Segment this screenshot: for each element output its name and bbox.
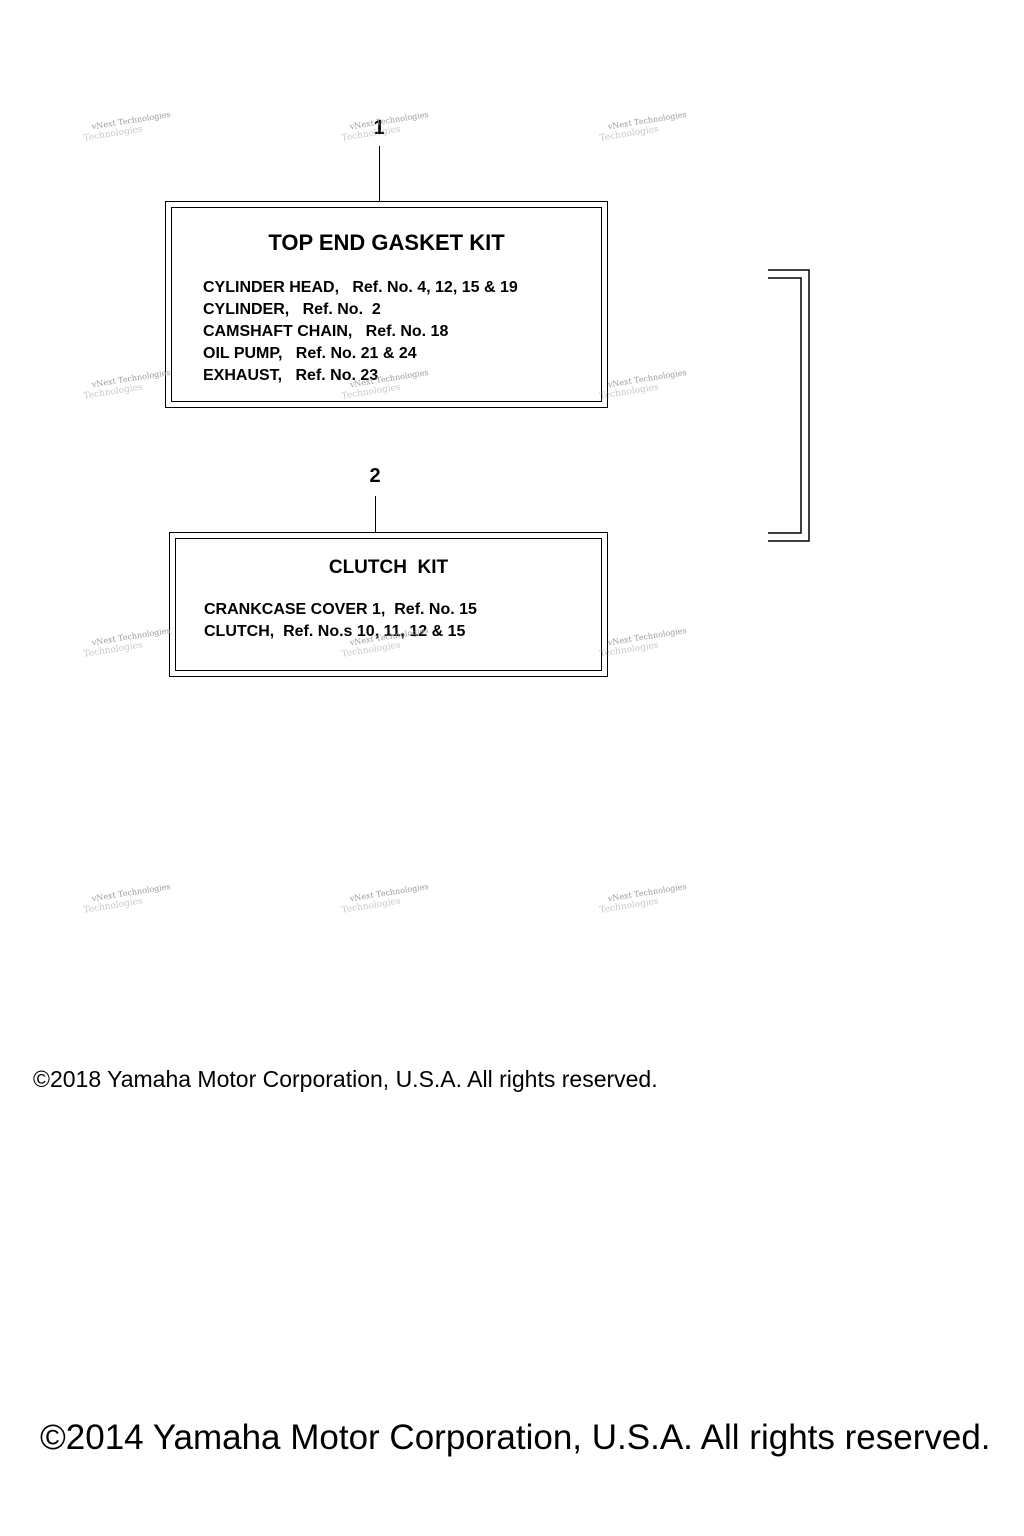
kit-line: CAMSHAFT CHAIN, Ref. No. 18	[203, 323, 449, 340]
top-end-gasket-kit-inner-frame	[171, 207, 602, 402]
kit-line: OIL PUMP, Ref. No. 21 & 24	[203, 345, 417, 362]
clutch-kit-inner-frame	[175, 538, 602, 671]
top-end-gasket-kit-box: TOP END GASKET KIT CYLINDER HEAD, Ref. N…	[165, 201, 608, 408]
copyright-2018: ©2018 Yamaha Motor Corporation, U.S.A. A…	[33, 1066, 658, 1092]
top-end-gasket-kit-list: CYLINDER HEAD, Ref. No. 4, 12, 15 & 19 C…	[203, 277, 518, 387]
clutch-kit-title: CLUTCH KIT	[328, 557, 449, 578]
kit-line: CRANKCASE COVER 1, Ref. No. 15	[204, 601, 477, 618]
leader-line-1	[379, 146, 380, 202]
leader-line-2	[375, 496, 376, 533]
kit-group-bracket	[768, 269, 810, 542]
copyright-2014: ©2014 Yamaha Motor Corporation, U.S.A. A…	[40, 1418, 991, 1457]
kit-line: CYLINDER HEAD, Ref. No. 4, 12, 15 & 19	[203, 279, 518, 296]
callout-2: 2	[369, 465, 381, 487]
top-end-gasket-kit-title: TOP END GASKET KIT	[268, 230, 505, 255]
callout-1: 1	[373, 117, 385, 139]
clutch-kit-box: CLUTCH KIT CRANKCASE COVER 1, Ref. No. 1…	[169, 532, 608, 677]
clutch-kit-list: CRANKCASE COVER 1, Ref. No. 15 CLUTCH, R…	[204, 599, 477, 643]
kit-line: EXHAUST, Ref. No. 23	[203, 367, 379, 384]
kit-line: CYLINDER, Ref. No. 2	[203, 301, 381, 318]
kit-line: CLUTCH, Ref. No.s 10, 11, 12 & 15	[204, 623, 466, 640]
